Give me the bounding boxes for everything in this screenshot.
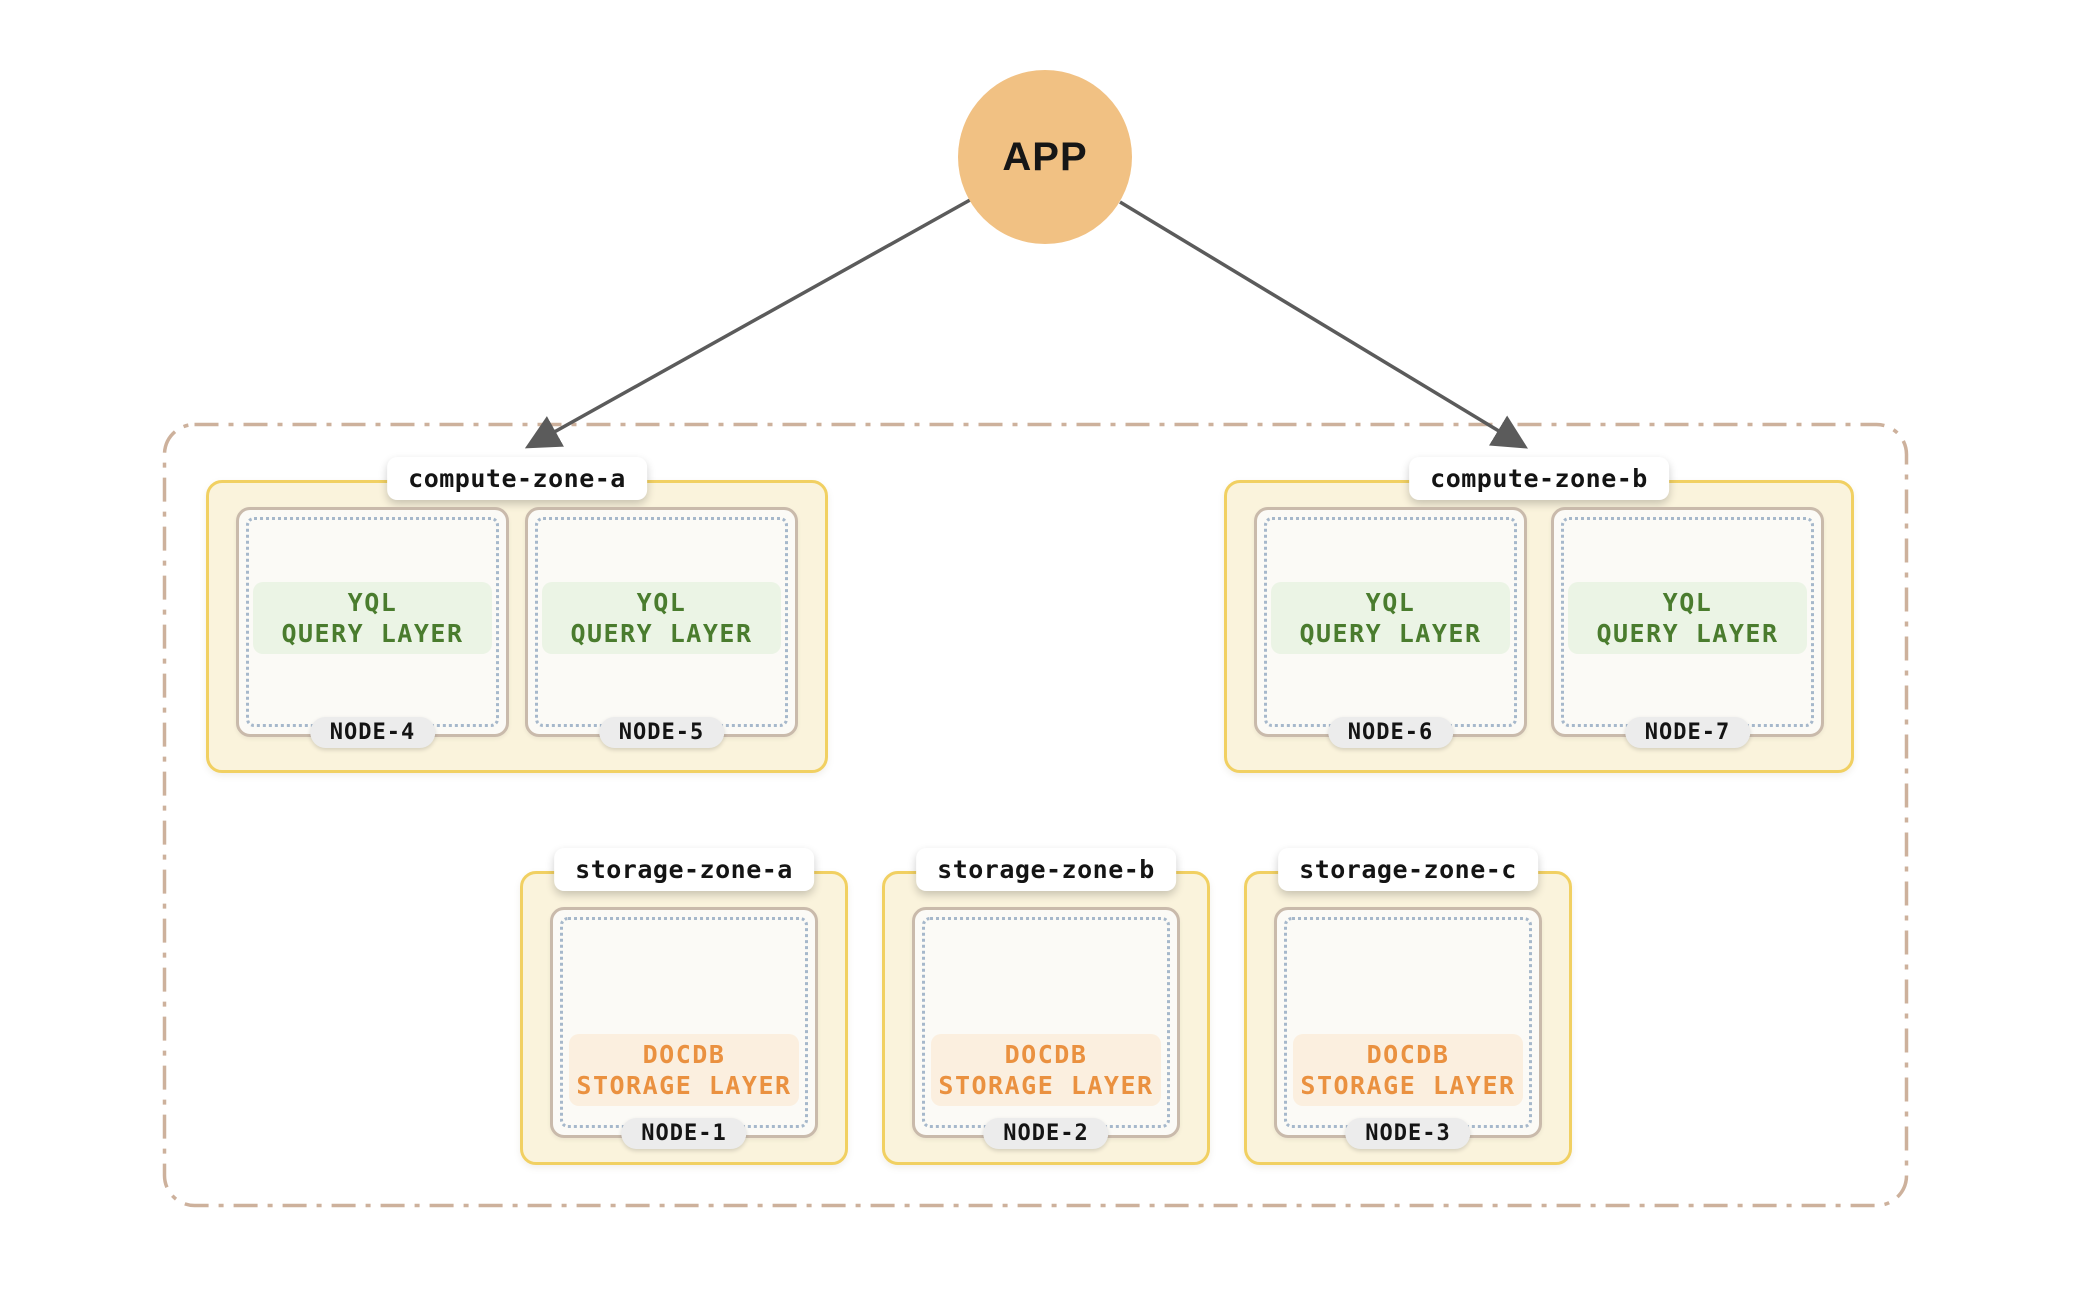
layer-line-2: STORAGE LAYER — [1300, 1071, 1516, 1100]
yql-query-layer-badge: YQL QUERY LAYER — [1568, 582, 1807, 654]
node-name: NODE-4 — [329, 720, 416, 745]
cluster-dashed-border — [162, 422, 1909, 1208]
node-card-node-4: YQL QUERY LAYER NODE-4 — [236, 507, 509, 748]
app-label: APP — [1002, 134, 1088, 179]
zone-compute-zone-a: compute-zone-a YQL QUERY LAYER NODE-4 YQ… — [206, 457, 828, 773]
node-name-pill: NODE-1 — [621, 1118, 747, 1149]
node-name: NODE-7 — [1644, 720, 1731, 745]
zone-label-tab: storage-zone-a — [554, 848, 814, 891]
node-name-pill: NODE-6 — [1327, 717, 1454, 748]
yql-query-layer-badge: YQL QUERY LAYER — [542, 582, 781, 654]
node-name-pill: NODE-2 — [983, 1118, 1109, 1149]
zone-label-tab: compute-zone-a — [387, 457, 647, 500]
app-node: APP — [958, 70, 1132, 244]
arrow-app-to-compute-zone-b — [1119, 200, 1528, 449]
zone-label: storage-zone-b — [937, 855, 1155, 884]
zone-storage-zone-a: storage-zone-a DOCDB STORAGE LAYER NODE-… — [520, 848, 848, 1165]
layer-line-2: QUERY LAYER — [570, 619, 753, 648]
node-name: NODE-2 — [1003, 1121, 1089, 1146]
node-card-node-1: DOCDB STORAGE LAYER NODE-1 — [550, 907, 818, 1149]
layer-line-2: QUERY LAYER — [281, 619, 464, 648]
node-name: NODE-6 — [1347, 720, 1434, 745]
arrow-app-to-compute-zone-a — [524, 198, 971, 449]
node-card-node-3: DOCDB STORAGE LAYER NODE-3 — [1274, 907, 1542, 1149]
zone-storage-zone-b: storage-zone-b DOCDB STORAGE LAYER NODE-… — [882, 848, 1210, 1165]
node-card-node-5: YQL QUERY LAYER NODE-5 — [525, 507, 798, 748]
node-card-node-6: YQL QUERY LAYER NODE-6 — [1254, 507, 1527, 748]
zone-label-tab: compute-zone-b — [1409, 457, 1669, 500]
docdb-storage-layer-badge: DOCDB STORAGE LAYER — [931, 1034, 1161, 1106]
docdb-storage-layer-badge: DOCDB STORAGE LAYER — [569, 1034, 799, 1106]
zone-storage-zone-c: storage-zone-c DOCDB STORAGE LAYER NODE-… — [1244, 848, 1572, 1165]
layer-line-1: DOCDB — [1004, 1040, 1088, 1069]
node-name: NODE-1 — [641, 1121, 727, 1146]
layer-line-2: QUERY LAYER — [1299, 619, 1482, 648]
layer-line-1: YQL — [347, 588, 398, 617]
node-name: NODE-3 — [1365, 1121, 1451, 1146]
zone-label: compute-zone-b — [1430, 464, 1648, 493]
node-card-node-7: YQL QUERY LAYER NODE-7 — [1551, 507, 1824, 748]
zone-label: storage-zone-a — [575, 855, 793, 884]
node-name: NODE-5 — [618, 720, 705, 745]
node-name-pill: NODE-4 — [309, 717, 436, 748]
zone-label-tab: storage-zone-b — [916, 848, 1176, 891]
layer-line-1: YQL — [636, 588, 687, 617]
layer-line-1: DOCDB — [1366, 1040, 1450, 1069]
node-name-pill: NODE-5 — [598, 717, 725, 748]
layer-line-2: STORAGE LAYER — [938, 1071, 1154, 1100]
layer-line-1: YQL — [1662, 588, 1713, 617]
yql-query-layer-badge: YQL QUERY LAYER — [1271, 582, 1510, 654]
zone-compute-zone-b: compute-zone-b YQL QUERY LAYER NODE-6 YQ… — [1224, 457, 1854, 773]
yql-query-layer-badge: YQL QUERY LAYER — [253, 582, 492, 654]
node-card-node-2: DOCDB STORAGE LAYER NODE-2 — [912, 907, 1180, 1149]
layer-line-1: YQL — [1365, 588, 1416, 617]
zone-label: storage-zone-c — [1299, 855, 1517, 884]
zone-label: compute-zone-a — [408, 464, 626, 493]
layer-line-1: DOCDB — [642, 1040, 726, 1069]
docdb-storage-layer-badge: DOCDB STORAGE LAYER — [1293, 1034, 1523, 1106]
zone-label-tab: storage-zone-c — [1278, 848, 1538, 891]
layer-line-2: QUERY LAYER — [1596, 619, 1779, 648]
node-name-pill: NODE-3 — [1345, 1118, 1471, 1149]
layer-line-2: STORAGE LAYER — [576, 1071, 792, 1100]
node-name-pill: NODE-7 — [1624, 717, 1751, 748]
